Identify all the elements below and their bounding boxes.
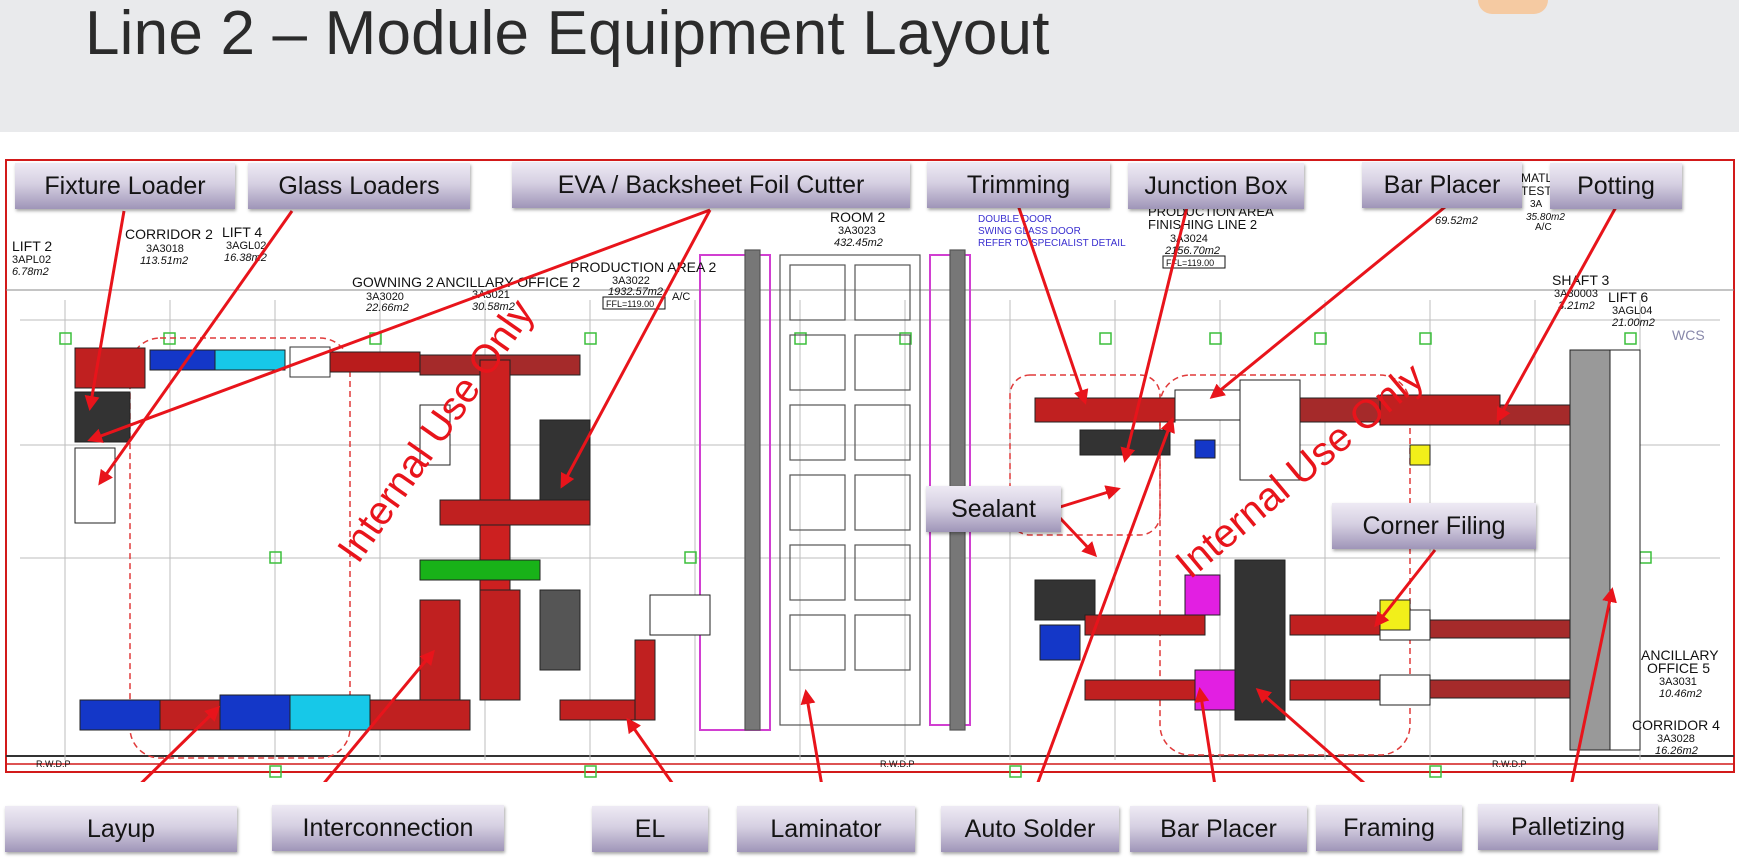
room-ancillary-5: ANCILLARY <box>1641 647 1719 663</box>
label-interconnection: Interconnection <box>272 805 504 851</box>
label-framing: Framing <box>1316 805 1462 851</box>
room-lift-2: LIFT 2 <box>12 238 52 254</box>
floor-level: FFL=119.00 <box>606 299 654 309</box>
room-area: 21.00m2 <box>1611 317 1655 329</box>
room-code: 3A3031 <box>1659 676 1697 688</box>
room-code: 3A3018 <box>146 243 184 255</box>
room-area: 22.66m2 <box>365 302 409 314</box>
ac-label: A/C <box>672 291 690 303</box>
room-office-5: OFFICE 5 <box>1647 660 1710 676</box>
room-area: 16.26m2 <box>1655 745 1698 757</box>
label-corner-filing: Corner Filing <box>1332 503 1536 549</box>
callout-arrows <box>84 204 1618 782</box>
title-bar: Line 2 – Module Equipment Layout <box>0 0 1739 132</box>
room-ancillary-2: ANCILLARY OFFICE 2 <box>436 274 580 290</box>
label-layup: Layup <box>5 806 237 852</box>
room-code: 3AGL04 <box>1612 305 1652 317</box>
room-room-2: ROOM 2 <box>830 209 885 225</box>
room-area: 69.52m2 <box>1435 215 1478 227</box>
room-area: 35.80m2 <box>1526 212 1565 223</box>
room-finishing-line: FINISHING LINE 2 <box>1148 217 1257 232</box>
room-mat: MATL <box>1521 171 1552 185</box>
room-lift-6: LIFT 6 <box>1608 289 1648 305</box>
room-area: 6.78m2 <box>12 266 49 278</box>
room-code: 3A3023 <box>838 225 876 237</box>
wcs-label: WCS <box>1672 327 1705 343</box>
room-area: 30.58m2 <box>472 301 515 313</box>
grid-lines <box>20 300 1720 760</box>
room-code: 3A3020 <box>366 291 404 303</box>
room-area: 113.51m2 <box>140 255 188 267</box>
logo-mark <box>1478 0 1548 14</box>
room-area: 432.45m2 <box>834 237 883 249</box>
label-junction-box: Junction Box <box>1128 163 1304 209</box>
room-corridor-2: CORRIDOR 2 <box>125 226 213 242</box>
room-code: 3APL02 <box>12 254 51 266</box>
rwdp-label: R.W.D.P <box>1492 759 1527 769</box>
room-corridor-4: CORRIDOR 4 <box>1632 717 1720 733</box>
label-trimming: Trimming <box>927 162 1110 208</box>
label-palletizing: Palletizing <box>1478 804 1658 850</box>
label-bar-placer-top: Bar Placer <box>1362 162 1522 208</box>
page-title: Line 2 – Module Equipment Layout <box>85 0 1050 68</box>
rwdp-label: R.W.D.P <box>880 759 915 769</box>
label-fixture-loader: Fixture Loader <box>15 163 235 209</box>
room-code: 3A3022 <box>612 275 650 287</box>
label-bar-placer-bottom: Bar Placer <box>1130 806 1307 852</box>
room-code: 3A3021 <box>472 289 510 301</box>
room-code: 3A3024 <box>1170 233 1208 245</box>
door-note: DOUBLE DOOR <box>978 214 1052 225</box>
ac-label: A/C <box>1535 222 1552 233</box>
label-glass-loaders: Glass Loaders <box>248 163 470 209</box>
label-sealant: Sealant <box>926 486 1061 532</box>
label-eva-cutter: EVA / Backsheet Foil Cutter <box>512 162 910 208</box>
room-test: TEST <box>1521 184 1552 198</box>
floor-plan-drawing: Internal Use Only Internal Use Only CORR… <box>0 156 1739 782</box>
floor-level: FFL=119.00 <box>1166 258 1214 268</box>
room-code: 3A3028 <box>1657 733 1695 745</box>
grid-markers <box>59 332 1652 778</box>
room-code: 3A30003 <box>1554 288 1598 300</box>
room-code: 3A <box>1530 199 1543 210</box>
room-code: 3AGL02 <box>226 240 266 252</box>
room-area: 3.21m2 <box>1558 300 1595 312</box>
label-potting: Potting <box>1550 163 1682 209</box>
label-laminator: Laminator <box>737 806 915 852</box>
room-gowning-2: GOWNING 2 <box>352 274 434 290</box>
room-area: 2156.70m2 <box>1164 245 1220 257</box>
rwdp-label: R.W.D.P <box>36 759 71 769</box>
label-auto-solder: Auto Solder <box>941 806 1119 852</box>
building-outline <box>5 159 1735 773</box>
door-note: REFER TO SPECIALIST DETAIL <box>978 238 1126 249</box>
room-lift-4: LIFT 4 <box>222 224 262 240</box>
room-shaft-3: SHAFT 3 <box>1552 272 1610 288</box>
room-area: 1932.57m2 <box>608 286 663 298</box>
room-area: 10.46m2 <box>1659 688 1702 700</box>
right-finishing-equipment <box>1034 349 1641 751</box>
left-production-equipment <box>74 346 711 731</box>
room-production-2: PRODUCTION AREA 2 <box>570 259 716 275</box>
door-note: SWING GLASS DOOR <box>978 226 1081 237</box>
label-el: EL <box>592 806 708 852</box>
room-labels: CORRIDOR 2 3A3018 113.51m2 LIFT 4 3AGL02… <box>12 171 1720 769</box>
